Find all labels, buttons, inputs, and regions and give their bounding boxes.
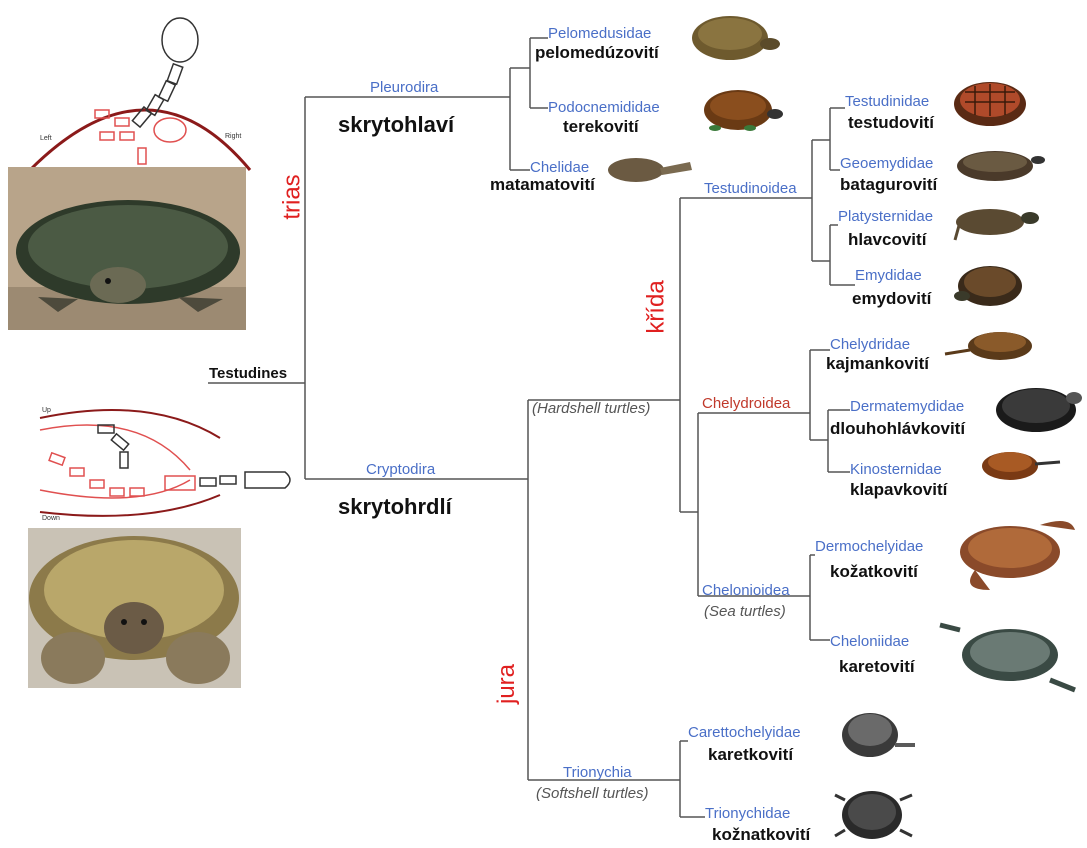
kinosternidae-image-icon — [982, 452, 1060, 480]
trionychidae-image-icon — [835, 791, 912, 839]
cheloniidae-image-icon — [940, 625, 1075, 690]
carettochelyidae-image-icon — [842, 713, 915, 757]
dermatemydidae-image-icon — [996, 388, 1082, 432]
emydidae-image-icon — [954, 266, 1022, 306]
geoemydidae-image-icon — [957, 151, 1045, 181]
dermochelyidae-image-icon — [960, 521, 1075, 590]
platysternidae-image-icon — [955, 209, 1039, 240]
testudinidae-image-icon — [954, 82, 1026, 126]
chelydridae-image-icon — [945, 332, 1032, 360]
pelomedusidae-image-icon — [692, 16, 780, 60]
chelidae-image-icon — [608, 158, 692, 182]
podocnemididae-image-icon — [704, 90, 783, 131]
